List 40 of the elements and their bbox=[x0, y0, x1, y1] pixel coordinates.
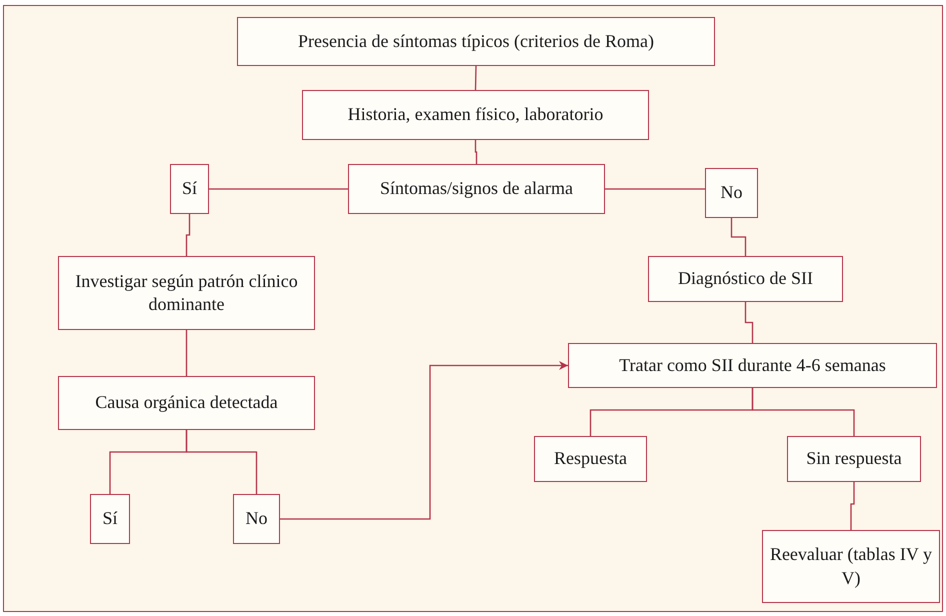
process-box bbox=[705, 168, 758, 218]
box-text: Sí bbox=[182, 177, 197, 200]
connector-line bbox=[730, 218, 746, 256]
connector-line bbox=[186, 214, 190, 256]
box-text: No bbox=[720, 181, 742, 204]
arrow bbox=[280, 361, 568, 520]
process-box bbox=[302, 90, 649, 140]
process-box bbox=[233, 494, 280, 544]
connector-line bbox=[186, 430, 258, 494]
connector-line bbox=[474, 66, 477, 90]
process-box bbox=[237, 17, 715, 66]
connector-line bbox=[752, 388, 855, 436]
process-box bbox=[58, 256, 315, 330]
process-box bbox=[787, 436, 921, 482]
process-box bbox=[348, 164, 605, 214]
box-text: Sin respuesta bbox=[806, 447, 902, 470]
box-text: Investigar según patrón clínico dominante bbox=[74, 270, 299, 316]
box-text: Diagnóstico de SII bbox=[678, 267, 813, 290]
process-box bbox=[762, 530, 940, 603]
box-text: Síntomas/signos de alarma bbox=[380, 177, 573, 200]
box-text: Respuesta bbox=[554, 447, 627, 470]
process-box bbox=[170, 164, 209, 214]
box-text: Historia, examen físico, laboratorio bbox=[348, 103, 604, 126]
box-text: No bbox=[246, 507, 268, 530]
process-box bbox=[648, 256, 843, 302]
connector-line bbox=[605, 188, 705, 190]
box-text: Tratar como SII durante 4-6 semanas bbox=[619, 354, 886, 377]
process-box bbox=[58, 376, 315, 430]
connector-line bbox=[850, 482, 855, 530]
box-text: Presencia de síntomas típicos (criterios de Roma) bbox=[298, 30, 654, 53]
connector-line bbox=[186, 330, 188, 376]
process-box bbox=[568, 343, 937, 388]
connector-line bbox=[744, 302, 754, 343]
process-box bbox=[90, 494, 130, 544]
box-text: Sí bbox=[102, 507, 118, 530]
connector-line bbox=[209, 188, 348, 190]
box-text: Causa orgánica detectada bbox=[95, 391, 278, 414]
process-box bbox=[534, 436, 647, 482]
box-text: Reevaluar (tablas IV y V) bbox=[768, 543, 934, 590]
connector-line bbox=[474, 140, 478, 164]
